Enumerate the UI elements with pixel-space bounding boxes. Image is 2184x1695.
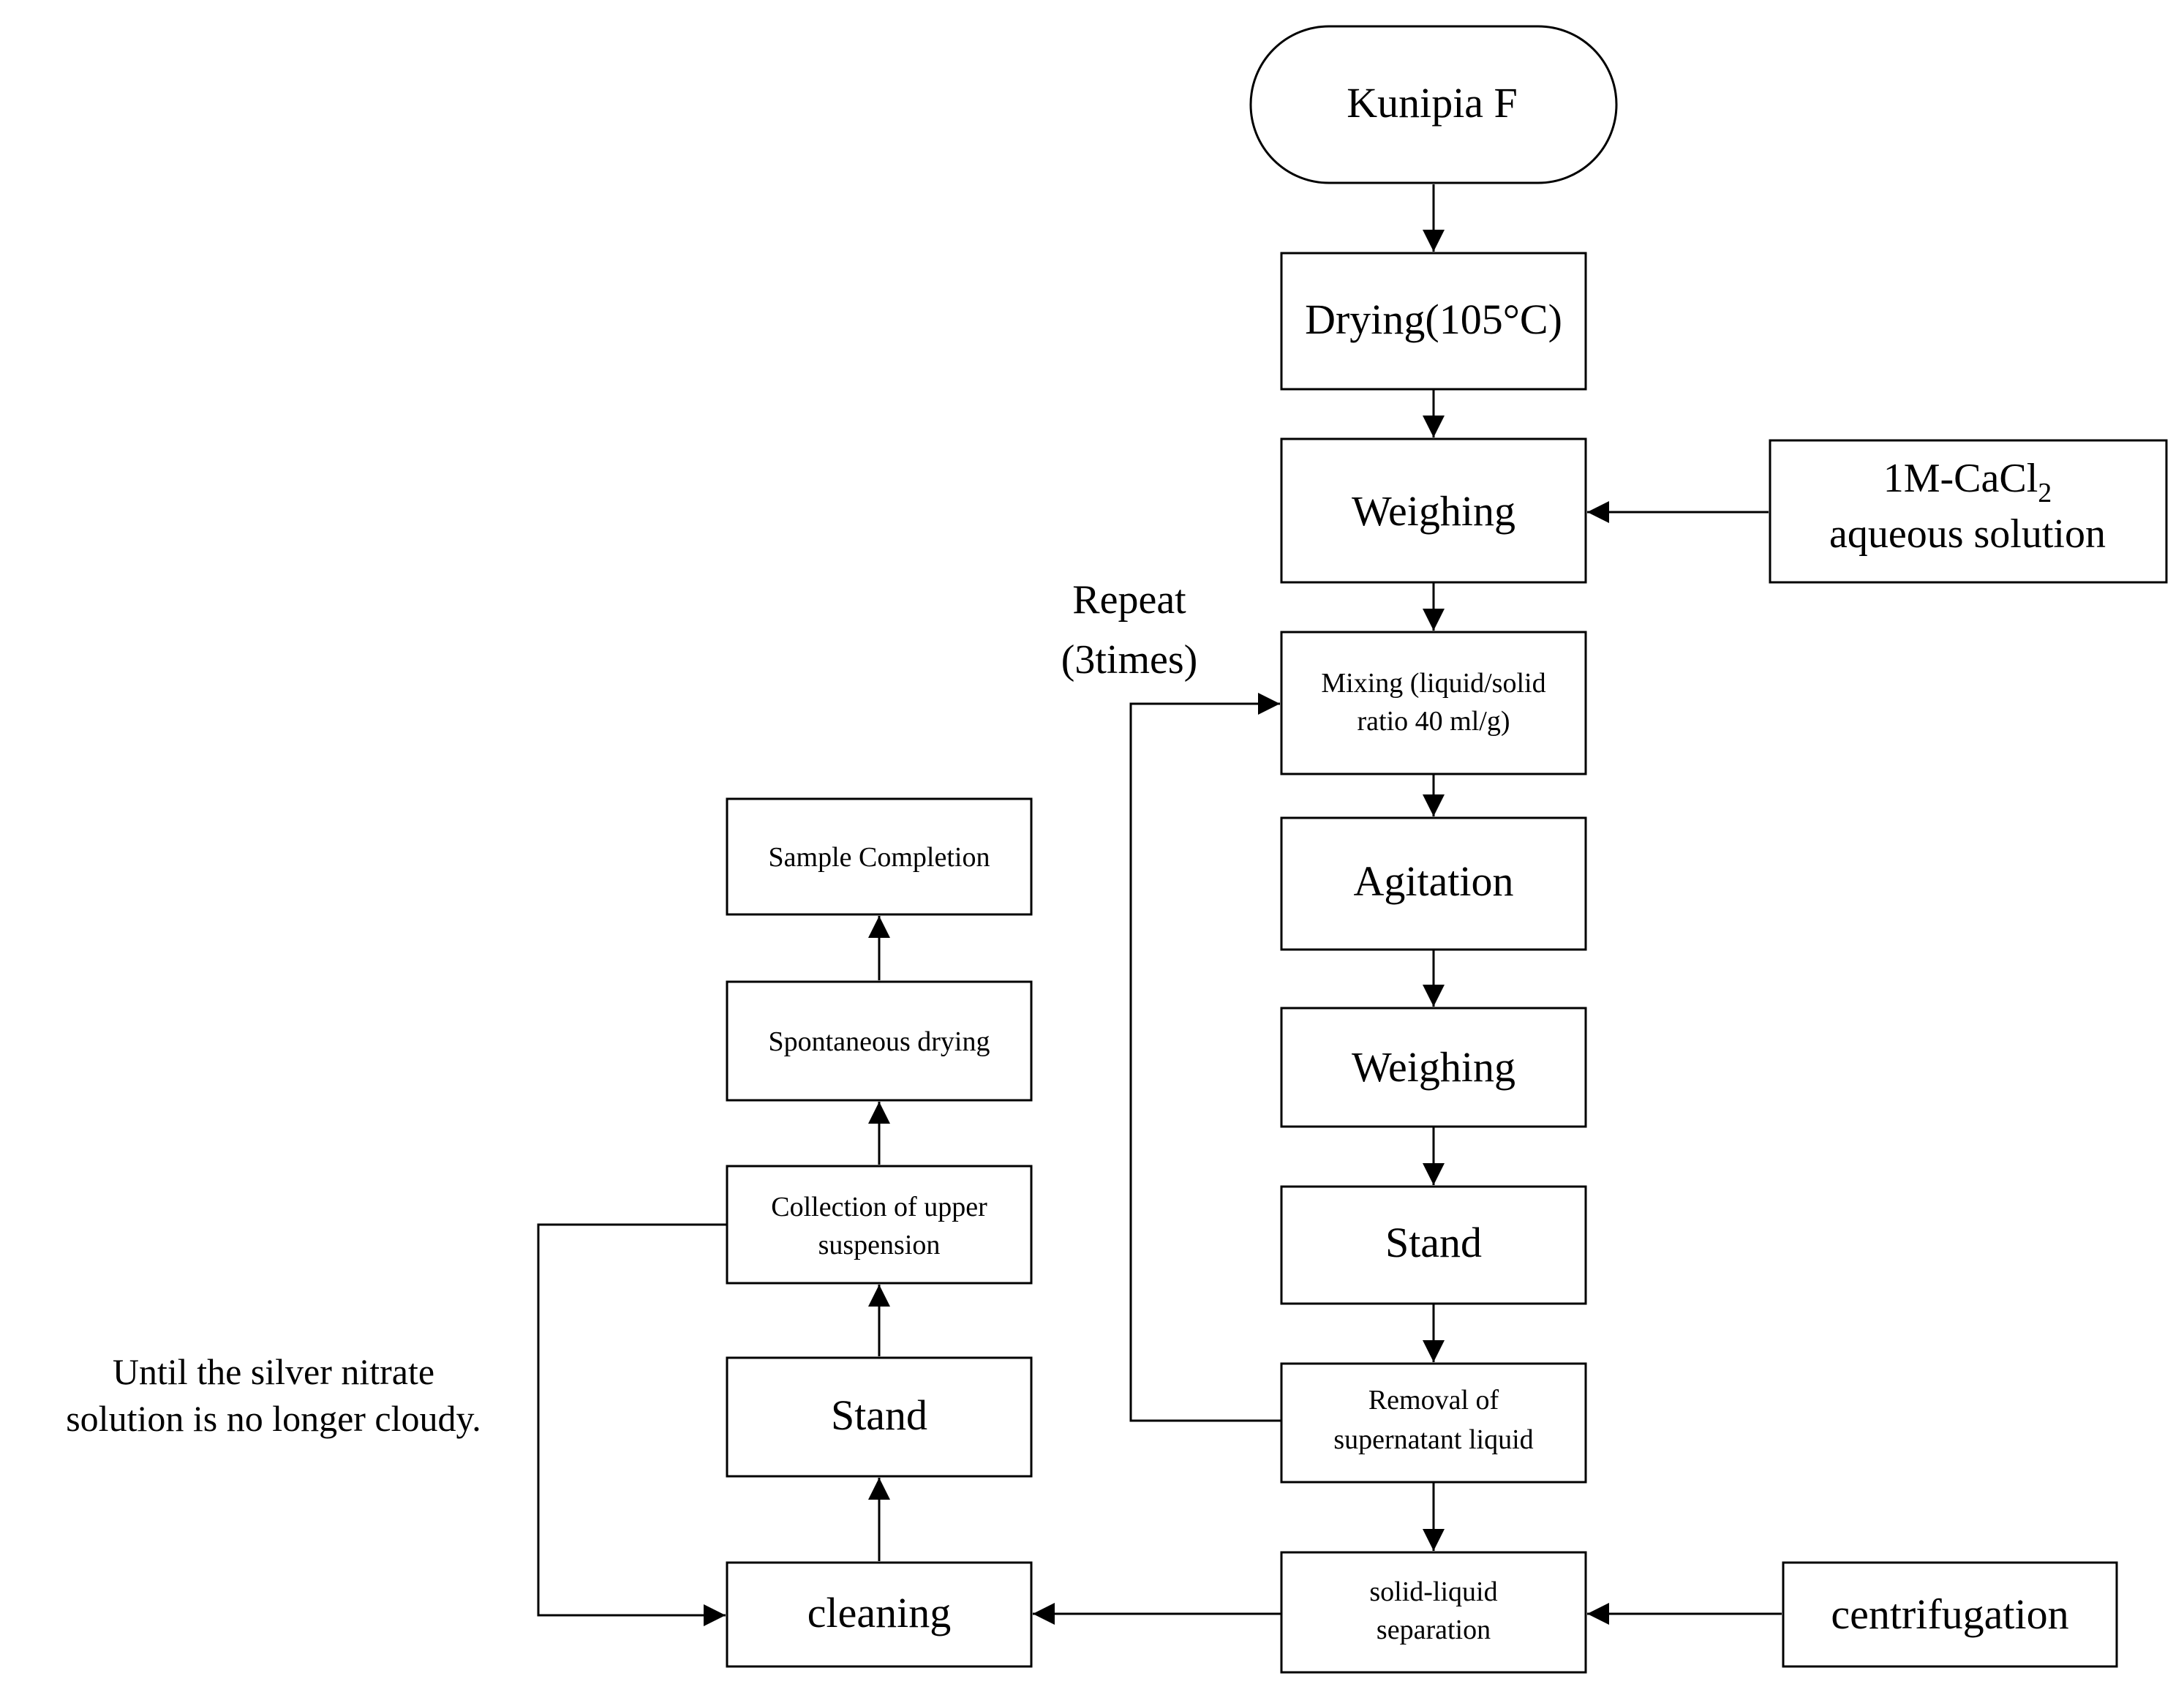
collection-line2: suspension bbox=[818, 1230, 941, 1260]
stand-2-label: Stand bbox=[831, 1391, 927, 1439]
drying-box: Drying(105°C) bbox=[1280, 252, 1587, 391]
weighing-2-label: Weighing bbox=[1352, 1043, 1515, 1091]
separation-box: solid-liquid separation bbox=[1280, 1551, 1587, 1674]
cacl2-line2: aqueous solution bbox=[1829, 511, 2106, 557]
separation-line1: solid-liquid bbox=[1369, 1576, 1497, 1607]
centrifugation-label: centrifugation bbox=[1831, 1590, 2068, 1638]
weighing-1-label: Weighing bbox=[1352, 487, 1515, 535]
removal-line2: supernatant liquid bbox=[1333, 1424, 1533, 1455]
stand-box-1: Stand bbox=[1280, 1185, 1587, 1305]
mixing-line2: ratio 40 ml/g) bbox=[1358, 706, 1510, 737]
spontaneous-drying-box: Spontaneous drying bbox=[726, 980, 1033, 1102]
cleaning-box: cleaning bbox=[726, 1561, 1033, 1668]
centrifugation-box: centrifugation bbox=[1782, 1561, 2118, 1668]
spontaneous-drying-label: Spontaneous drying bbox=[769, 1026, 990, 1057]
start-node-label: Kunipia F bbox=[1347, 79, 1518, 127]
removal-box: Removal of supernatant liquid bbox=[1280, 1362, 1587, 1484]
start-node: Kunipia F bbox=[1249, 25, 1618, 184]
sample-completion-box: Sample Completion bbox=[726, 797, 1033, 916]
agitation-box: Agitation bbox=[1280, 816, 1587, 951]
agitation-label: Agitation bbox=[1353, 857, 1513, 905]
collection-box: Collection of upper suspension bbox=[726, 1165, 1033, 1285]
connectors bbox=[537, 184, 1782, 1626]
until-annotation-line2: solution is no longer cloudy. bbox=[66, 1398, 481, 1439]
repeat-annotation-line2: (3times) bbox=[1061, 637, 1198, 683]
cleaning-label: cleaning bbox=[807, 1589, 951, 1636]
cacl2-line1: 1M-CaCl2 bbox=[1883, 456, 2052, 508]
removal-line1: Removal of bbox=[1368, 1385, 1499, 1416]
mixing-box: Mixing (liquid/solid ratio 40 ml/g) bbox=[1280, 631, 1587, 775]
stand-1-label: Stand bbox=[1385, 1219, 1482, 1266]
repeat-annotation-line1: Repeat bbox=[1072, 577, 1186, 623]
wash-loop-arrow bbox=[537, 1223, 728, 1626]
cacl2-solution-box: 1M-CaCl2 aqueous solution bbox=[1769, 439, 2168, 584]
weighing-box-2: Weighing bbox=[1280, 1007, 1587, 1128]
stand-box-2: Stand bbox=[726, 1356, 1033, 1478]
mixing-line1: Mixing (liquid/solid bbox=[1321, 668, 1545, 699]
until-annotation-line1: Until the silver nitrate bbox=[113, 1351, 434, 1392]
sample-completion-label: Sample Completion bbox=[769, 842, 990, 873]
collection-line1: Collection of upper bbox=[771, 1192, 987, 1222]
separation-line2: separation bbox=[1377, 1615, 1491, 1645]
repeat-loop-arrow bbox=[1129, 693, 1281, 1422]
drying-label: Drying(105°C) bbox=[1305, 296, 1562, 343]
weighing-box-1: Weighing bbox=[1280, 437, 1587, 584]
